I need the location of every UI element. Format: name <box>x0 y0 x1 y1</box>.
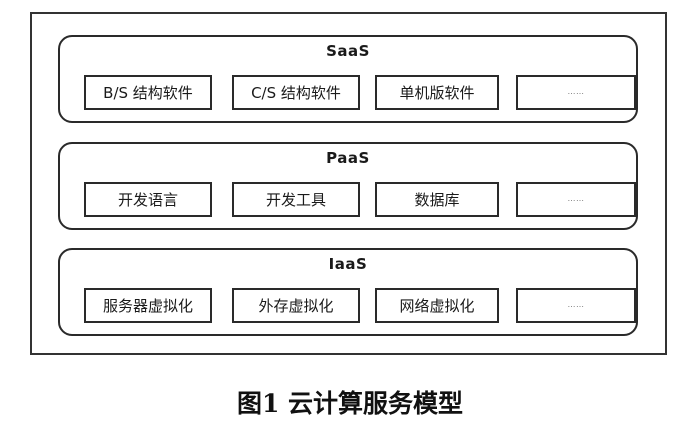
saas-item-cs-software: C/S 结构软件 <box>232 75 360 110</box>
saas-item-standalone-software: 单机版软件 <box>375 75 499 110</box>
iaas-item-more: …… <box>516 288 636 323</box>
iaas-item-server-virtualization: 服务器虚拟化 <box>84 288 212 323</box>
layer-title-iaas: IaaS <box>328 255 368 273</box>
iaas-item-storage-virtualization: 外存虚拟化 <box>232 288 360 323</box>
figure-caption: 图1 云计算服务模型 <box>236 389 464 418</box>
saas-item-bs-software: B/S 结构软件 <box>84 75 212 110</box>
layer-title-paas: PaaS <box>326 149 370 167</box>
iaas-item-network-virtualization: 网络虚拟化 <box>375 288 499 323</box>
paas-item-more: …… <box>516 182 636 217</box>
paas-item-database: 数据库 <box>375 182 499 217</box>
layer-paas: PaaS 开发语言 开发工具 数据库 …… <box>58 142 638 230</box>
layer-saas: SaaS B/S 结构软件 C/S 结构软件 单机版软件 …… <box>58 35 638 123</box>
layer-iaas: IaaS 服务器虚拟化 外存虚拟化 网络虚拟化 …… <box>58 248 638 336</box>
layer-title-saas: SaaS <box>326 42 370 60</box>
paas-item-dev-language: 开发语言 <box>84 182 212 217</box>
paas-item-dev-tools: 开发工具 <box>232 182 360 217</box>
diagram-frame: SaaS B/S 结构软件 C/S 结构软件 单机版软件 …… PaaS 开发语… <box>30 12 667 355</box>
saas-item-more: …… <box>516 75 636 110</box>
